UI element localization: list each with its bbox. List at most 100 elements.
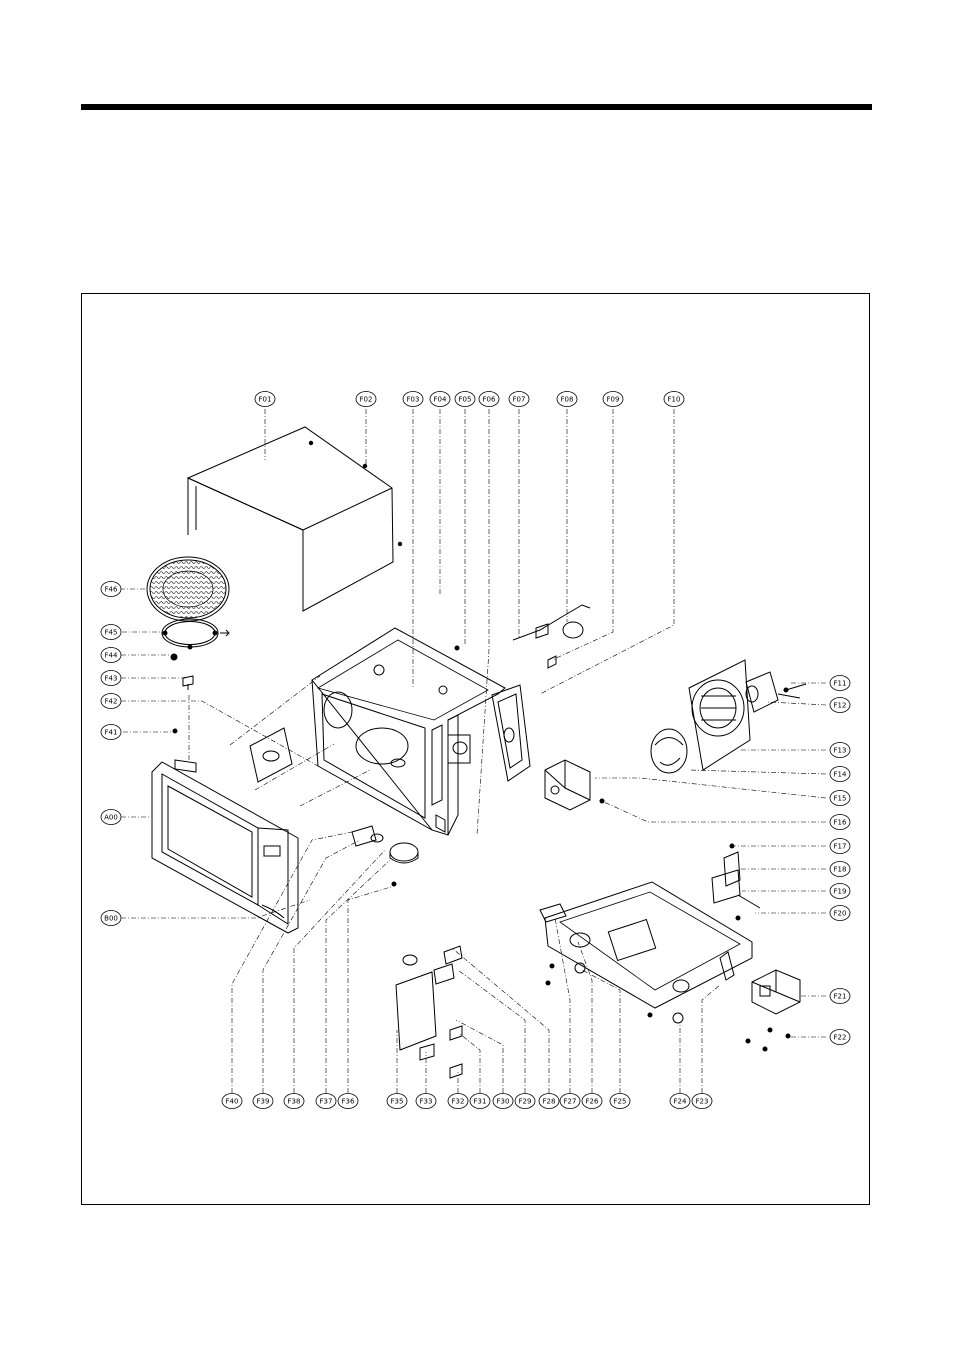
part-label-f09: F09: [603, 392, 623, 407]
part-label-f30: F30: [493, 1094, 513, 1109]
part-label-f22: F22: [830, 1030, 850, 1045]
label-text: F32: [452, 1098, 465, 1106]
fan-blade-part: [651, 729, 687, 773]
part-label-a00: A00: [101, 810, 121, 825]
label-text: F07: [513, 396, 526, 404]
label-text: F27: [564, 1098, 577, 1106]
part-label-f21: F21: [830, 989, 850, 1004]
part-label-f26: F26: [582, 1094, 602, 1109]
label-text: F02: [360, 396, 373, 404]
turntable-motor-part: [352, 826, 418, 886]
part-label-b00: B00: [101, 911, 121, 926]
part-label-f24: F24: [670, 1094, 690, 1109]
part-label-f39: F39: [253, 1094, 273, 1109]
label-text: F18: [834, 866, 847, 874]
label-text: F41: [105, 729, 118, 737]
door-assembly-part: [152, 760, 298, 933]
part-label-f25: F25: [610, 1094, 630, 1109]
fan-duct-part: [689, 660, 750, 770]
label-text: F12: [834, 702, 847, 710]
part-label-f13: F13: [830, 743, 850, 758]
label-text: F36: [342, 1098, 355, 1106]
label-text: F46: [105, 586, 118, 594]
part-label-f43: F43: [101, 671, 121, 686]
magnetron-part: [545, 760, 604, 810]
part-label-f28: F28: [539, 1094, 559, 1109]
label-text: F19: [834, 888, 847, 896]
part-label-f35: F35: [387, 1094, 407, 1109]
part-label-f40: F40: [222, 1094, 242, 1109]
label-text: F38: [288, 1098, 301, 1106]
part-label-f15: F15: [830, 791, 850, 806]
label-text: F31: [474, 1098, 487, 1106]
label-text: F06: [483, 396, 496, 404]
part-label-f07: F07: [509, 392, 529, 407]
label-text: A00: [104, 814, 118, 822]
label-text: F39: [257, 1098, 270, 1106]
part-label-f02: F02: [356, 392, 376, 407]
label-text: B00: [104, 915, 118, 923]
label-text: F03: [407, 396, 420, 404]
part-label-f29: F29: [515, 1094, 535, 1109]
label-text: F26: [586, 1098, 599, 1106]
part-label-f41: F41: [101, 725, 121, 740]
label-text: F37: [320, 1098, 333, 1106]
part-label-f20: F20: [830, 906, 850, 921]
part-label-f16: F16: [830, 815, 850, 830]
oven-cavity-part: [312, 628, 505, 835]
part-label-f01: F01: [255, 392, 275, 407]
label-text: F43: [105, 675, 118, 683]
label-text: F35: [391, 1098, 404, 1106]
label-text: F45: [105, 629, 118, 637]
label-text: F42: [105, 698, 118, 706]
part-label-f33: F33: [416, 1094, 436, 1109]
part-label-f11: F11: [830, 676, 850, 691]
part-label-f36: F36: [338, 1094, 358, 1109]
label-text: F20: [834, 910, 847, 918]
transformer-part: [746, 970, 800, 1051]
base-plate-part: [540, 882, 752, 1023]
part-label-f23: F23: [692, 1094, 712, 1109]
part-label-f18: F18: [830, 862, 850, 877]
part-label-f44: F44: [101, 648, 121, 663]
part-label-f10: F10: [664, 392, 684, 407]
label-text: F22: [834, 1034, 847, 1042]
part-label-f42: F42: [101, 694, 121, 709]
fan-motor-part: [746, 672, 806, 712]
part-label-f17: F17: [830, 839, 850, 854]
label-text: F09: [607, 396, 620, 404]
label-text: F30: [497, 1098, 510, 1106]
latch-board-part: [396, 946, 462, 1078]
part-label-f03: F03: [403, 392, 423, 407]
part-label-f46: F46: [101, 582, 121, 597]
label-text: F21: [834, 993, 847, 1001]
label-text: F11: [834, 680, 847, 688]
label-text: F23: [696, 1098, 709, 1106]
leader-lines: [120, 409, 826, 1093]
part-label-f19: F19: [830, 884, 850, 899]
label-text: F13: [834, 747, 847, 755]
part-label-f45: F45: [101, 625, 121, 640]
capacitor-part: [712, 844, 760, 920]
label-text: F29: [519, 1098, 532, 1106]
label-text: F01: [259, 396, 272, 404]
label-text: F44: [105, 652, 118, 660]
label-text: F33: [420, 1098, 433, 1106]
part-label-f05: F05: [455, 392, 475, 407]
part-label-f08: F08: [557, 392, 577, 407]
part-label-f14: F14: [830, 767, 850, 782]
label-text: F28: [543, 1098, 556, 1106]
label-text: F10: [668, 396, 681, 404]
coupler-part: [171, 654, 193, 733]
label-text: F05: [459, 396, 472, 404]
label-text: F25: [614, 1098, 627, 1106]
side-panel-part: [492, 685, 530, 781]
part-label-f06: F06: [479, 392, 499, 407]
grill-rack-part: [147, 557, 229, 621]
label-text: F16: [834, 819, 847, 827]
power-cord-part: [513, 605, 590, 668]
part-label-f27: F27: [560, 1094, 580, 1109]
roller-ring-part: [162, 619, 229, 649]
part-label-f38: F38: [284, 1094, 304, 1109]
